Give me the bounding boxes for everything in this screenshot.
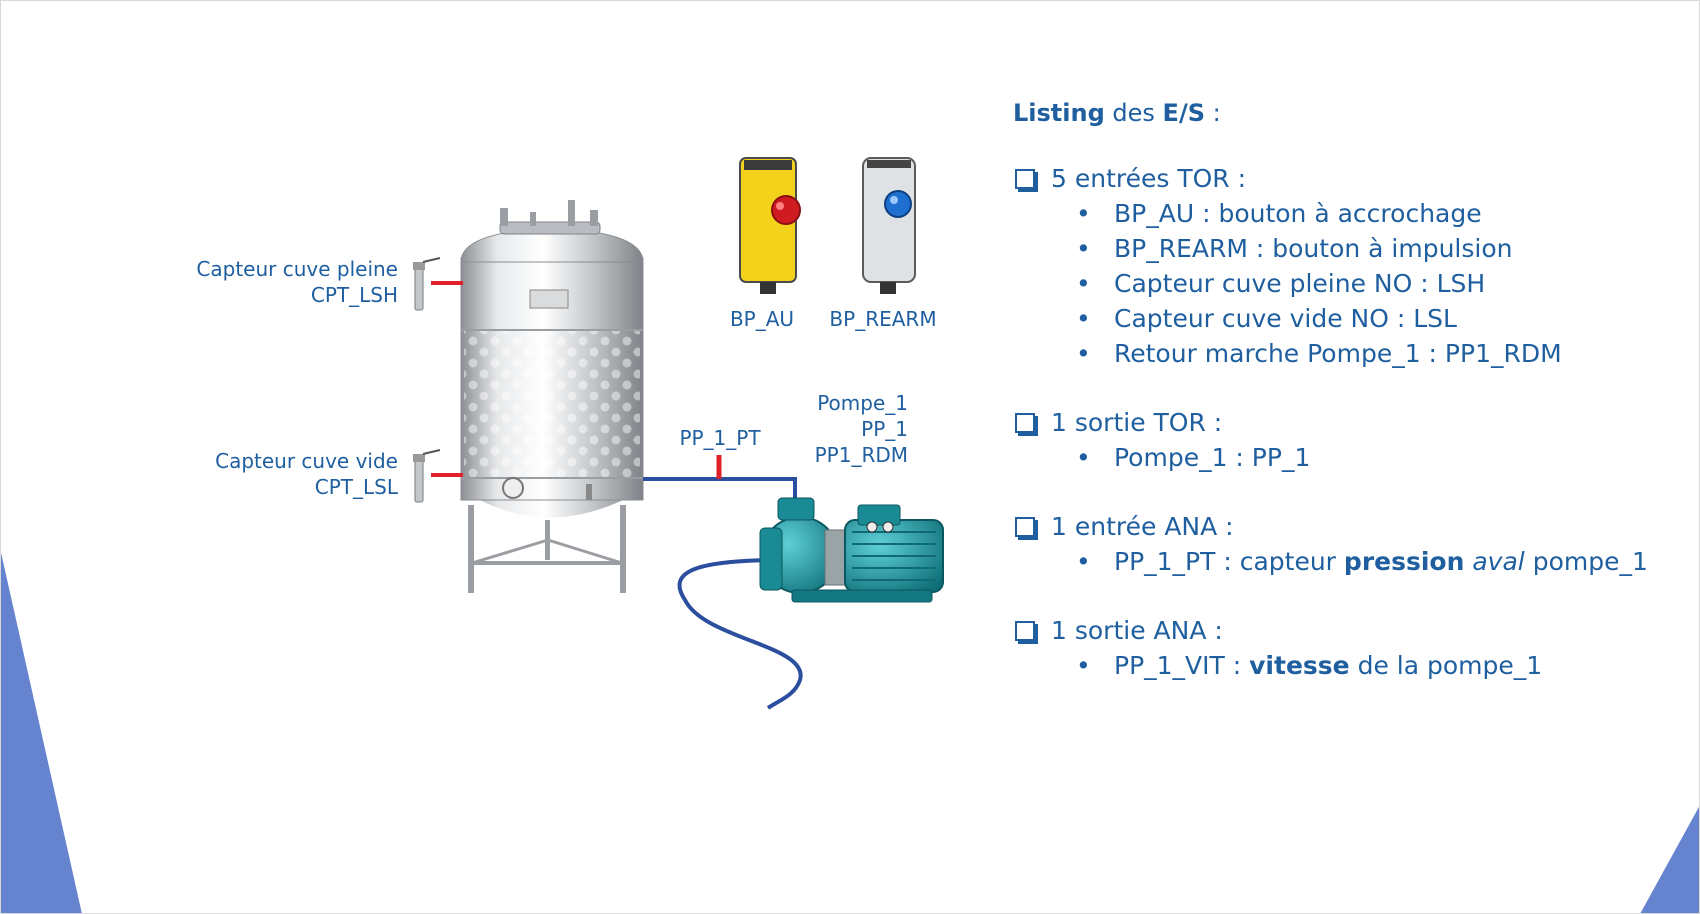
corner-left-decoration bbox=[0, 548, 82, 914]
pump-output-tag: PP_1 bbox=[861, 417, 908, 441]
ana-input-list: PP_1_PT : capteur pression aval pompe_1 bbox=[1013, 544, 1648, 579]
suction-pipe bbox=[677, 558, 803, 710]
group-tor-inputs: 5 entrées TOR : BP_AU : bouton à accroch… bbox=[1013, 161, 1648, 371]
sensor-full-tag: CPT_LSH bbox=[310, 283, 398, 307]
discharge-pipe bbox=[643, 477, 797, 500]
list-item: PP_1_PT : capteur pression aval pompe_1 bbox=[1013, 544, 1648, 579]
pressure-sensor-label: PP_1_PT bbox=[679, 426, 761, 450]
item-text: PP_1_PT : capteur bbox=[1114, 547, 1344, 576]
io-listing: Listing des E/S : 5 entrées TOR : BP_AU … bbox=[1013, 96, 1648, 717]
sensor-empty-tag: CPT_LSL bbox=[314, 475, 398, 499]
checkbox-icon bbox=[1015, 621, 1035, 641]
item-text: PP_1_VIT : bbox=[1114, 651, 1250, 680]
ana-output-list: PP_1_VIT : vitesse de la pompe_1 bbox=[1013, 648, 1648, 683]
title-colon: : bbox=[1205, 99, 1221, 127]
rearm-button bbox=[862, 157, 916, 294]
group-head: 1 entrée ANA : bbox=[1051, 512, 1234, 541]
list-item: Capteur cuve pleine NO : LSH bbox=[1013, 266, 1648, 301]
group-ana-outputs: 1 sortie ANA : PP_1_VIT : vitesse de la … bbox=[1013, 613, 1648, 683]
group-ana-inputs: 1 entrée ANA : PP_1_PT : capteur pressio… bbox=[1013, 509, 1648, 579]
sensor-full-name: Capteur cuve pleine bbox=[196, 257, 398, 281]
list-item: Capteur cuve vide NO : LSL bbox=[1013, 301, 1648, 336]
btn-rearm-label: BP_REARM bbox=[829, 307, 937, 331]
group-head: 1 sortie ANA : bbox=[1051, 616, 1223, 645]
corner-right-decoration bbox=[1640, 805, 1700, 914]
group-tor-outputs: 1 sortie TOR : Pompe_1 : PP_1 bbox=[1013, 405, 1648, 475]
item-italic-text: aval bbox=[1472, 547, 1525, 576]
list-item: PP_1_VIT : vitesse de la pompe_1 bbox=[1013, 648, 1648, 683]
sensor-empty-label: Capteur cuve vide CPT_LSL bbox=[180, 448, 398, 500]
level-sensor-low bbox=[413, 449, 441, 503]
item-bold-text: pression bbox=[1343, 547, 1465, 576]
item-text: pompe_1 bbox=[1524, 547, 1648, 576]
tor-input-list: BP_AU : bouton à accrochage BP_REARM : b… bbox=[1013, 196, 1648, 371]
title-es-word: E/S bbox=[1162, 99, 1205, 127]
listing-title: Listing des E/S : bbox=[1013, 96, 1648, 130]
sensor-empty-name: Capteur cuve vide bbox=[215, 449, 398, 473]
item-text: de la pompe_1 bbox=[1349, 651, 1543, 680]
checkbox-icon bbox=[1015, 413, 1035, 433]
level-sensor-high bbox=[413, 257, 441, 311]
title-listing-word: Listing bbox=[1013, 99, 1105, 127]
pump-feedback-tag: PP1_RDM bbox=[814, 443, 908, 467]
checkbox-icon bbox=[1015, 169, 1035, 189]
sensor-full-label: Capteur cuve pleine CPT_LSH bbox=[180, 256, 398, 308]
list-item: Retour marche Pompe_1 : PP1_RDM bbox=[1013, 336, 1648, 371]
emergency-stop-button bbox=[739, 157, 801, 294]
group-head: 5 entrées TOR : bbox=[1051, 164, 1247, 193]
list-item: BP_REARM : bouton à impulsion bbox=[1013, 231, 1648, 266]
group-head: 1 sortie TOR : bbox=[1051, 408, 1223, 437]
pump bbox=[759, 497, 944, 603]
title-des-word: des bbox=[1104, 99, 1163, 127]
list-item: BP_AU : bouton à accrochage bbox=[1013, 196, 1648, 231]
checkbox-icon bbox=[1015, 517, 1035, 537]
tor-output-list: Pompe_1 : PP_1 bbox=[1013, 440, 1648, 475]
list-item: Pompe_1 : PP_1 bbox=[1013, 440, 1648, 475]
btn-au-label: BP_AU bbox=[729, 307, 795, 331]
tank bbox=[460, 200, 644, 593]
pump-name: Pompe_1 bbox=[817, 391, 908, 415]
pump-label: Pompe_1 PP_1 PP1_RDM bbox=[780, 390, 908, 468]
item-bold-text: vitesse bbox=[1249, 651, 1350, 680]
